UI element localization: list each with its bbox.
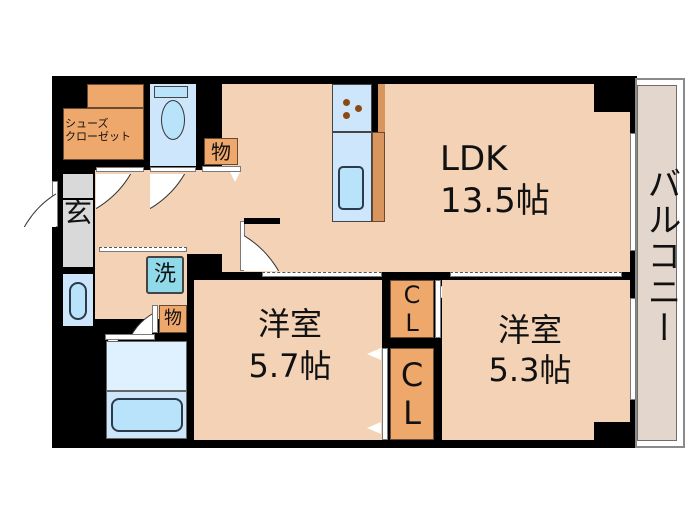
balcony: バルコニー [637, 85, 681, 441]
room1-sliding-door[interactable] [262, 272, 382, 277]
kitchen-sink-icon [338, 166, 364, 210]
room2-size: 5.3帖 [488, 351, 572, 389]
ldk-corner-pillar [594, 84, 630, 112]
entrance-label: 玄 [63, 196, 92, 229]
entrance [63, 174, 93, 267]
kitchen-bar [372, 132, 385, 222]
western-room-1 [194, 280, 382, 440]
storage-lower-label: 物 [164, 308, 182, 329]
bathtub-area [106, 391, 187, 439]
room2-name: 洋室 [497, 311, 562, 349]
closet-1-door[interactable] [435, 280, 441, 338]
closet-1-label: CL [398, 281, 426, 337]
washer-label: 洗 [153, 262, 176, 287]
bathtub-icon [111, 398, 183, 432]
kitchen-counter [332, 132, 372, 222]
kitchen-backsplash [372, 84, 378, 132]
burner-icon [355, 105, 362, 112]
shoe-closet-door[interactable] [96, 167, 144, 172]
storage-upper[interactable]: 物 [204, 138, 238, 165]
balcony-label: バルコニー [641, 166, 681, 346]
closet-2[interactable]: CL [390, 348, 434, 440]
western-room-2 [442, 280, 630, 440]
storage-upper-label: 物 [211, 139, 231, 164]
washroom-sliding-door[interactable] [99, 247, 187, 252]
storage-door-marker [230, 172, 240, 182]
burner-icon [343, 99, 350, 106]
shoe-closet-upper [87, 84, 144, 108]
ldk-size: 13.5帖 [440, 181, 550, 221]
storage-lower-door[interactable] [152, 305, 158, 333]
bathroom [106, 341, 187, 391]
burner-icon [343, 112, 350, 119]
shoe-closet[interactable]: シューズ クローゼット [63, 108, 144, 160]
room1-name: 洋室 [257, 305, 322, 343]
toilet-room [150, 84, 196, 166]
kitchen-stove [332, 84, 372, 132]
ldk-window[interactable] [630, 133, 636, 251]
closet-2-door-marker-bottom [367, 422, 381, 434]
toilet-tank [154, 86, 188, 98]
closet-2-door-marker-top [367, 348, 381, 360]
entrance-divider [63, 198, 93, 200]
room2-sliding-door[interactable] [450, 272, 622, 277]
washer-space: 洗 [146, 256, 184, 294]
washbasin-icon [69, 282, 87, 320]
room2-window[interactable] [630, 298, 636, 400]
ldk-door-stub [244, 218, 280, 224]
vanity [63, 274, 93, 326]
shoe-closet-label-1: シューズ [65, 117, 109, 130]
storage-lower[interactable]: 物 [159, 305, 187, 333]
closet-1[interactable]: CL [390, 280, 434, 338]
shoe-closet-label-2: クローゼット [65, 130, 131, 143]
storage-upper-door[interactable] [202, 166, 241, 172]
ldk-name: LDK [440, 139, 508, 179]
bathroom-door[interactable] [105, 334, 155, 340]
closet-2-door[interactable] [382, 348, 388, 440]
room1-size: 5.7帖 [248, 347, 332, 385]
kitchen-bar-top [378, 84, 385, 132]
toilet-icon [161, 100, 185, 140]
closet-2-label: CL [393, 356, 431, 432]
toilet-door[interactable] [150, 167, 196, 172]
room2-corner-pillar [594, 422, 630, 440]
